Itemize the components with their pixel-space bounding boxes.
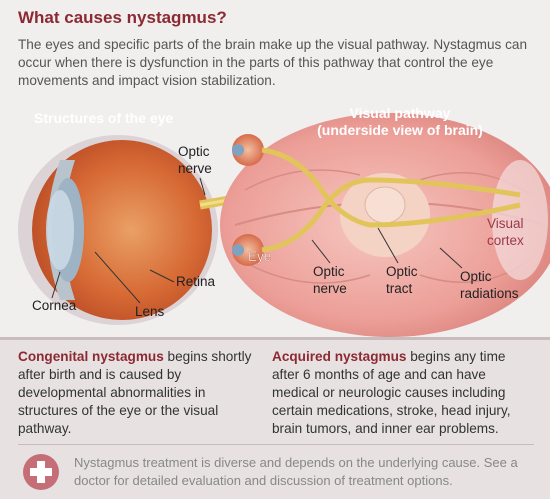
footer-divider: [18, 444, 534, 445]
label-optic-nerve-eye-2: nerve: [178, 161, 212, 176]
page-title: What causes nystagmus?: [18, 8, 227, 27]
label-cornea: Cornea: [32, 298, 77, 313]
eye-cross-section: [18, 135, 256, 325]
congenital-term: Congenital nystagmus: [18, 349, 164, 364]
info-panel: Congenital nystagmus begins shortly afte…: [0, 340, 550, 499]
label-optic-tract-2: tract: [386, 281, 413, 296]
brain-section-title-2: (underside view of brain): [317, 122, 483, 138]
acquired-description: Acquired nystagmus begins any time after…: [272, 348, 534, 438]
label-optic-tract-1: Optic: [386, 264, 418, 279]
acquired-term: Acquired nystagmus: [272, 349, 407, 364]
small-eyes: [232, 134, 264, 266]
section-divider: [0, 337, 550, 340]
visual-pathway-diagram: Structures of the eye Optic nerve Retina…: [18, 105, 550, 337]
congenital-text: begins shortly after birth and is caused…: [18, 349, 252, 436]
brain-section-title-1: Visual pathway: [350, 105, 451, 121]
label-optic-nerve-brain-1: Optic: [313, 264, 345, 279]
treatment-note: Nystagmus treatment is diverse and depen…: [74, 455, 518, 488]
label-visual-cortex-2: cortex: [487, 233, 524, 248]
label-optic-nerve-brain-2: nerve: [313, 281, 347, 296]
congenital-description: Congenital nystagmus begins shortly afte…: [18, 348, 258, 438]
label-optic-radiations-2: radiations: [460, 286, 519, 301]
intro-text: The eyes and specific parts of the brain…: [18, 37, 528, 88]
label-visual-cortex-1: Visual: [487, 216, 524, 231]
label-optic-nerve-eye-1: Optic: [178, 144, 210, 159]
label-optic-radiations-1: Optic: [460, 269, 492, 284]
eye-section-title: Structures of the eye: [34, 110, 173, 126]
leader-lines: [51, 177, 463, 304]
label-eye: Eye: [248, 249, 271, 264]
medical-cross-icon: [23, 454, 59, 490]
acquired-text: begins any time after 6 months of age an…: [272, 349, 511, 436]
label-retina: Retina: [176, 274, 216, 289]
label-lens: Lens: [135, 304, 165, 319]
optic-pathway: [261, 147, 521, 253]
